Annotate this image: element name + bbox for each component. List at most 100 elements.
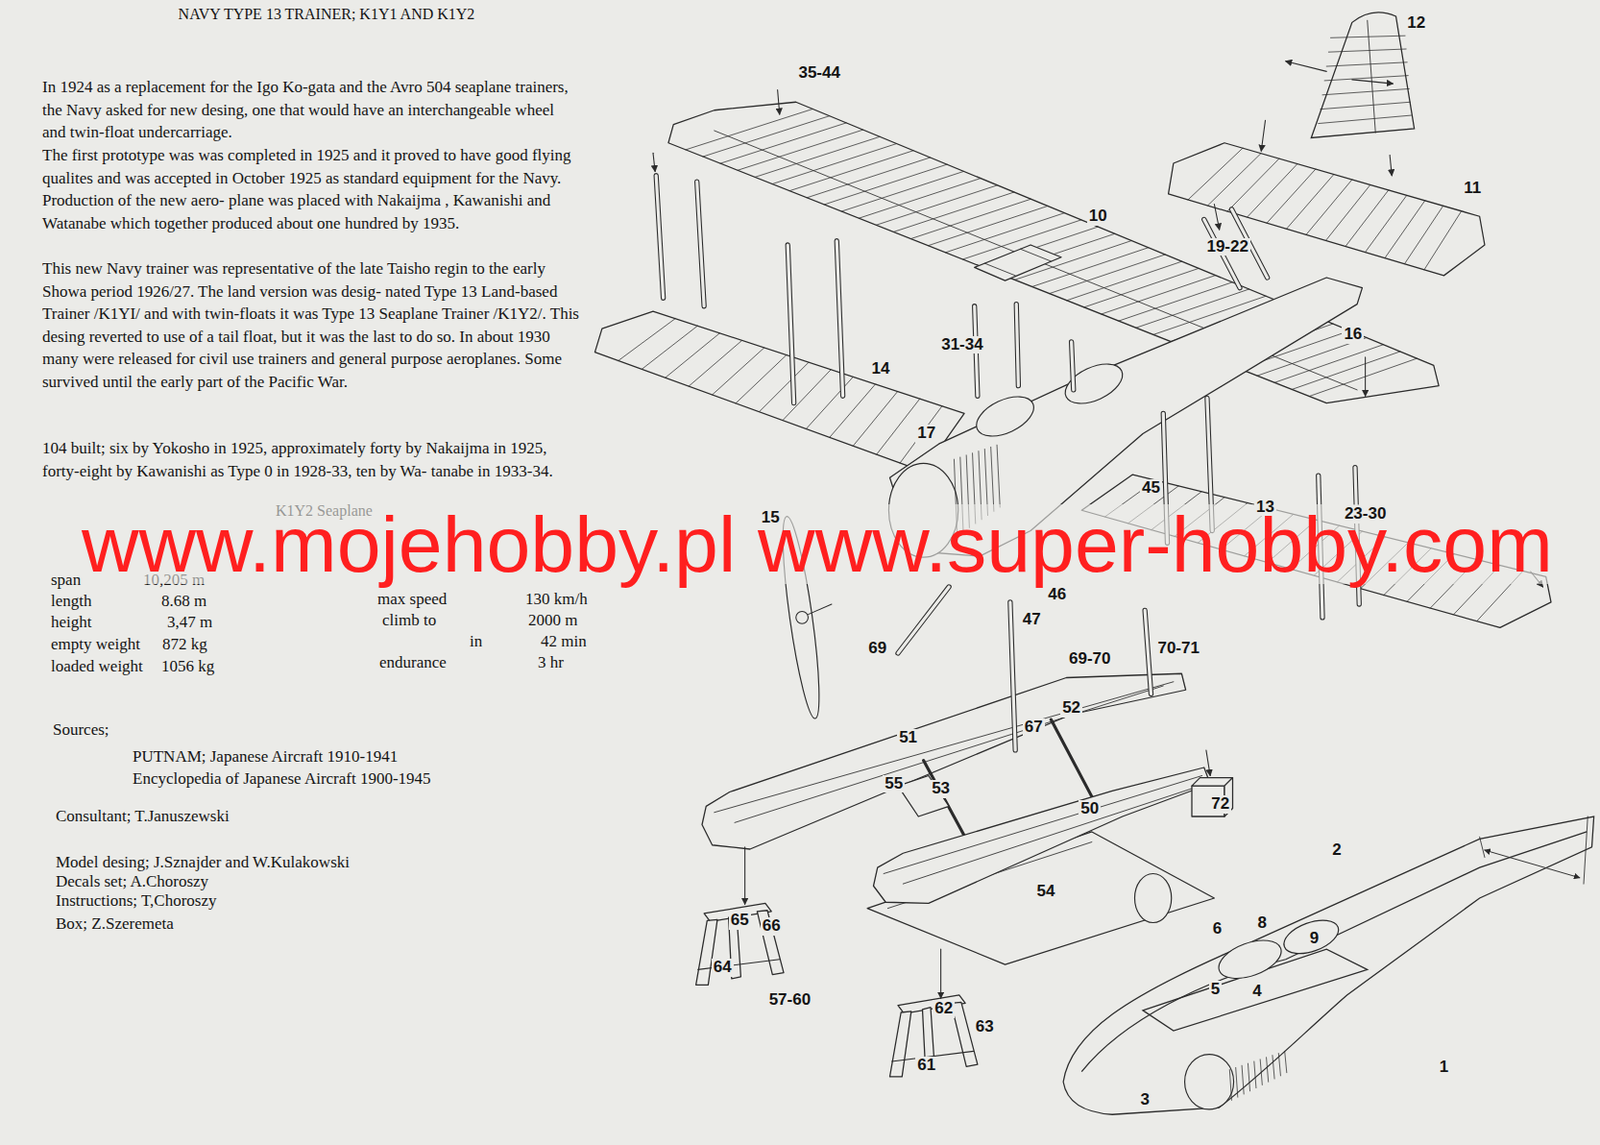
assembly-arrow <box>1389 155 1392 176</box>
assembly-arrow <box>1285 61 1328 73</box>
assembly-arrow <box>777 90 780 116</box>
centre-section-detail <box>1020 248 1052 262</box>
trolley-wheel <box>1135 873 1172 923</box>
propeller-shaft <box>808 604 832 615</box>
callout-number: 13 <box>1254 498 1277 517</box>
strut-face <box>697 181 704 307</box>
strut-face <box>787 244 794 404</box>
spec-text: empty weight <box>50 634 141 655</box>
assembly-arrow <box>1352 79 1394 84</box>
assembly-arrow <box>1364 357 1366 396</box>
fin-rib <box>1324 75 1408 81</box>
strut-face <box>1144 609 1151 694</box>
tail-rib <box>1187 147 1243 200</box>
wing-rib <box>759 362 810 413</box>
callout-number: 50 <box>1078 800 1101 819</box>
wing-rib <box>829 384 876 437</box>
callout-number: 17 <box>915 424 938 443</box>
stand-leg <box>890 1011 912 1077</box>
wing-rib <box>735 355 787 404</box>
callout-number: 3 <box>1138 1090 1151 1110</box>
grille-line <box>1241 1065 1244 1094</box>
wing-rib <box>703 116 830 157</box>
callout-number: 35-44 <box>796 64 842 83</box>
spec-text: 1056 kg <box>161 656 215 677</box>
strut-face <box>1016 304 1019 387</box>
assembly-arrow <box>744 847 746 905</box>
callout-number: 70-71 <box>1155 639 1201 658</box>
spec-text: 130 km/h <box>525 589 588 609</box>
wing-rib <box>737 129 864 170</box>
assembly-arrow <box>1260 120 1265 151</box>
callout-number: 65 <box>728 911 752 930</box>
wing-rib <box>685 108 813 149</box>
credit-text: Box; Z.Szeremeta <box>55 914 174 934</box>
callout-number: 10 <box>1087 207 1110 226</box>
spec-text: 3 hr <box>537 653 564 673</box>
lower-wing-left <box>594 311 965 472</box>
tailplane <box>1168 143 1485 276</box>
callout-number: 14 <box>869 360 892 379</box>
strut <box>655 175 663 299</box>
production-text: 104 built; six by Yokosho in 1925, appro… <box>42 436 581 483</box>
tail-rib <box>1345 190 1389 247</box>
fin-rib <box>1318 115 1412 124</box>
wing-rib <box>772 144 897 185</box>
callout-number: 63 <box>973 1018 996 1037</box>
tail-rib <box>1286 174 1334 230</box>
grille-line <box>1266 1057 1269 1083</box>
credit-text: Consultant; T.Januszewski <box>55 806 230 826</box>
tail-rib <box>1424 211 1462 270</box>
tail-rib <box>1306 179 1353 235</box>
watermark: www.mojehobby.pl www.super-hobby.com <box>81 504 1553 583</box>
callout-number: 57-60 <box>767 991 813 1010</box>
strut <box>897 586 949 654</box>
description-text: In 1924 as a replacement for the Igo Ko-… <box>42 75 581 145</box>
wing-rib <box>805 376 853 429</box>
wing-rib <box>754 136 880 177</box>
callout-number: 69 <box>866 639 889 658</box>
fin-rib <box>1328 48 1407 52</box>
callout-number: 11 <box>1461 179 1483 198</box>
callout-number: 69-70 <box>1066 650 1113 669</box>
wing-rib <box>1049 254 1166 294</box>
credit-text: Sources; <box>52 720 110 740</box>
wing-rib <box>1084 267 1199 307</box>
callout-number: 12 <box>1405 14 1428 33</box>
strut <box>787 244 794 404</box>
spec-text: climb to <box>382 610 437 631</box>
seat <box>1213 932 1287 986</box>
wing-rib <box>1118 282 1233 321</box>
dimension-tick <box>1583 816 1588 884</box>
dimension-tick <box>1479 836 1485 857</box>
tail-rib <box>1266 169 1316 223</box>
wing-rib <box>665 333 721 378</box>
wing-rib <box>841 170 964 212</box>
centre-section-detail <box>984 263 1016 276</box>
callout-number: 55 <box>882 775 905 794</box>
fin-rib <box>1320 101 1411 109</box>
spec-text: in <box>469 631 483 652</box>
strut <box>1016 304 1019 387</box>
wing-rib <box>789 150 914 192</box>
seat <box>1279 913 1343 960</box>
cockpit-rear <box>969 388 1040 445</box>
credit-text: Instructions; T,Choroszy <box>55 891 217 911</box>
assembly-arrow <box>1206 750 1211 776</box>
strut-face <box>836 241 843 397</box>
wing-rib <box>782 369 831 421</box>
callout-number: 23-30 <box>1342 505 1388 524</box>
callout-number: 61 <box>915 1056 938 1075</box>
spec-text: endurance <box>379 653 447 673</box>
callout-number: 6 <box>1211 920 1224 939</box>
callout-number: 5 <box>1209 980 1222 999</box>
stand-leg <box>756 910 784 975</box>
wing-rib <box>876 398 921 455</box>
fin-rib <box>1322 88 1409 95</box>
credit-text: PUTNAM; Japanese Aircraft 1910-1941 <box>132 747 398 767</box>
tail-rib <box>1247 164 1298 219</box>
callout-number: 31-34 <box>939 336 985 355</box>
spec-text: span <box>50 570 81 590</box>
callout-number: 64 <box>711 958 734 977</box>
float-spreader-bar <box>1050 719 1097 806</box>
